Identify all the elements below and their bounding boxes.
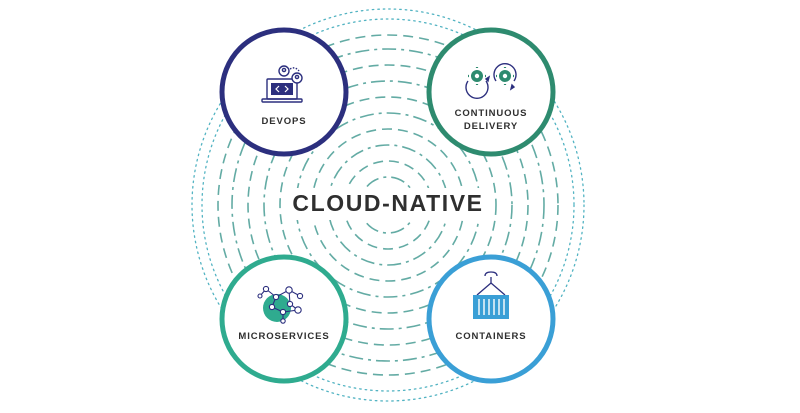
containers-label: CONTAINERS <box>455 331 526 342</box>
ring-dotted <box>191 8 585 402</box>
microservices-label: MICROSERVICES <box>238 331 329 342</box>
network-globe-icon <box>257 285 304 324</box>
ring-dotted <box>201 18 575 392</box>
center-title: CLOUD-NATIVE <box>292 190 483 216</box>
ring-dashed <box>263 80 513 330</box>
ring-dashed <box>231 48 545 362</box>
title-backdrop <box>284 188 492 220</box>
concentric-rings <box>191 8 585 402</box>
node-microservices: MICROSERVICES <box>219 254 349 384</box>
ring-dashed <box>279 96 497 314</box>
gears-cycle-icon <box>465 62 517 100</box>
node-containers: CONTAINERS <box>426 254 556 384</box>
laptop-code-icon <box>261 65 303 103</box>
node-continuous-delivery: CONTINUOUS DELIVERY <box>426 27 556 157</box>
continuous-delivery-label-line1: CONTINUOUS <box>455 108 528 119</box>
devops-label: DEVOPS <box>262 116 307 127</box>
shipping-container-icon <box>473 271 509 319</box>
ring-dashed <box>247 64 529 346</box>
node-devops: DEVOPS <box>219 27 349 157</box>
continuous-delivery-circle <box>426 27 556 157</box>
ring-dashed <box>217 34 559 376</box>
continuous-delivery-label-line2: DELIVERY <box>464 121 518 132</box>
